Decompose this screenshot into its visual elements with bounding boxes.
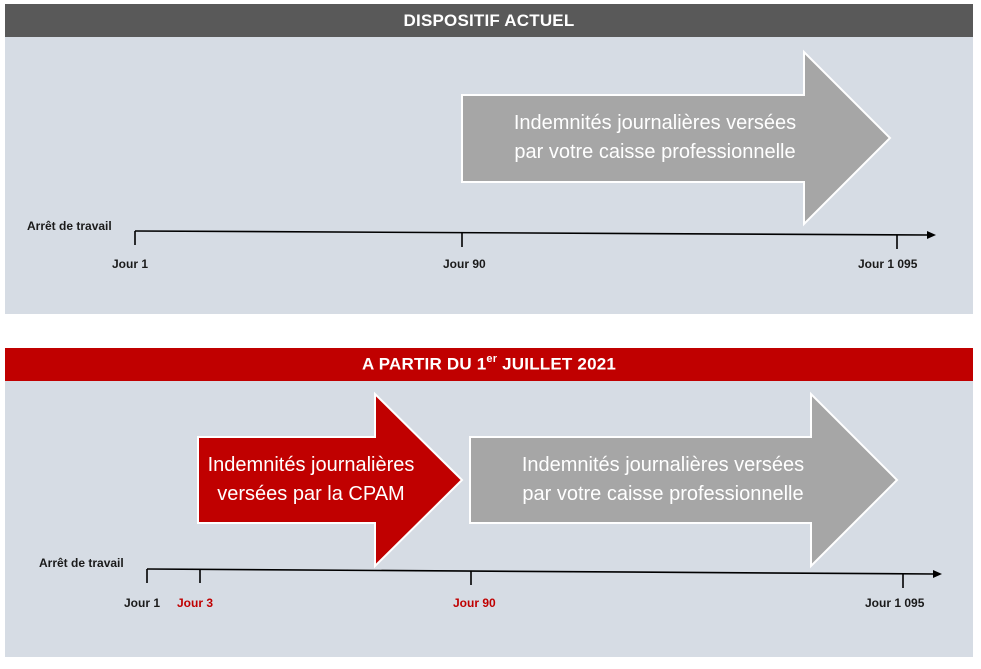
caisse-arrow-current-label: Indemnités journalières versées par votr…	[513, 112, 797, 163]
start-label-future: Arrêt de travail	[39, 556, 124, 570]
cpam-arrow-label: Indemnités journalières versées par la C…	[207, 454, 415, 505]
tick-label-jour-1095: Jour 1 095	[858, 257, 918, 271]
tick-label-jour-90: Jour 90	[453, 596, 496, 610]
cpam-arrow	[197, 391, 464, 569]
caisse-arrow-future-label: Indemnités journalières versées par votr…	[521, 454, 805, 505]
timeline-current	[134, 230, 936, 249]
current-system-header: DISPOSITIF ACTUEL	[5, 4, 973, 37]
future-system-title: A PARTIR DU 1er JUILLET 2021	[361, 353, 617, 374]
tick-label-jour-1095: Jour 1 095	[865, 596, 925, 610]
caisse-arrow-current	[461, 49, 892, 227]
caisse-arrow-future	[469, 391, 899, 569]
start-label-current: Arrêt de travail	[27, 219, 112, 233]
tick-label-jour-1: Jour 1	[124, 596, 161, 610]
timeline-future	[146, 568, 942, 588]
current-system-title: DISPOSITIF ACTUEL	[403, 10, 575, 30]
tick-label-jour-1: Jour 1	[112, 257, 149, 271]
tick-label-jour-90: Jour 90	[443, 257, 486, 271]
future-system-header: A PARTIR DU 1er JUILLET 2021	[5, 348, 973, 381]
tick-label-jour-3: Jour 3	[177, 596, 214, 610]
